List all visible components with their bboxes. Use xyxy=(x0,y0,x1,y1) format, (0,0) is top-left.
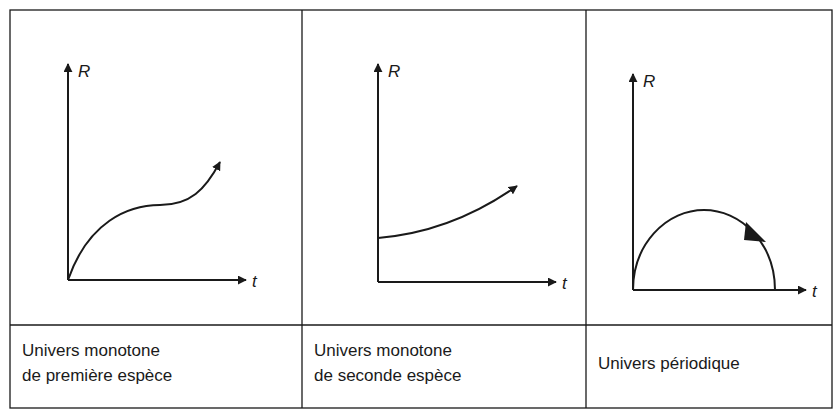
growth-curve xyxy=(378,186,517,238)
plots xyxy=(68,64,806,290)
table-cell: Univers périodique xyxy=(598,352,823,377)
t-axis xyxy=(633,289,806,291)
arc-arrowhead xyxy=(744,222,766,242)
axis-label: t xyxy=(252,270,257,295)
periodic-arc xyxy=(633,210,775,290)
r-axis xyxy=(67,64,69,280)
growth-curve xyxy=(68,162,220,280)
axis-label: R xyxy=(78,60,90,85)
table-grid xyxy=(10,10,832,408)
column-divider xyxy=(585,10,586,408)
axis-label: R xyxy=(388,60,400,85)
r-axis xyxy=(377,64,379,282)
r-axis xyxy=(632,74,634,290)
table-cell: Univers monotone de seconde espèce xyxy=(314,339,472,388)
table-border xyxy=(10,10,832,408)
table-cell: Univers monotone de première espèce xyxy=(22,339,180,388)
t-axis xyxy=(68,279,246,281)
t-axis xyxy=(378,281,556,283)
column-divider xyxy=(301,10,302,408)
axis-label: t xyxy=(812,280,817,305)
axis-label: t xyxy=(562,272,567,297)
axis-label: R xyxy=(643,70,655,95)
row-divider xyxy=(10,324,832,325)
